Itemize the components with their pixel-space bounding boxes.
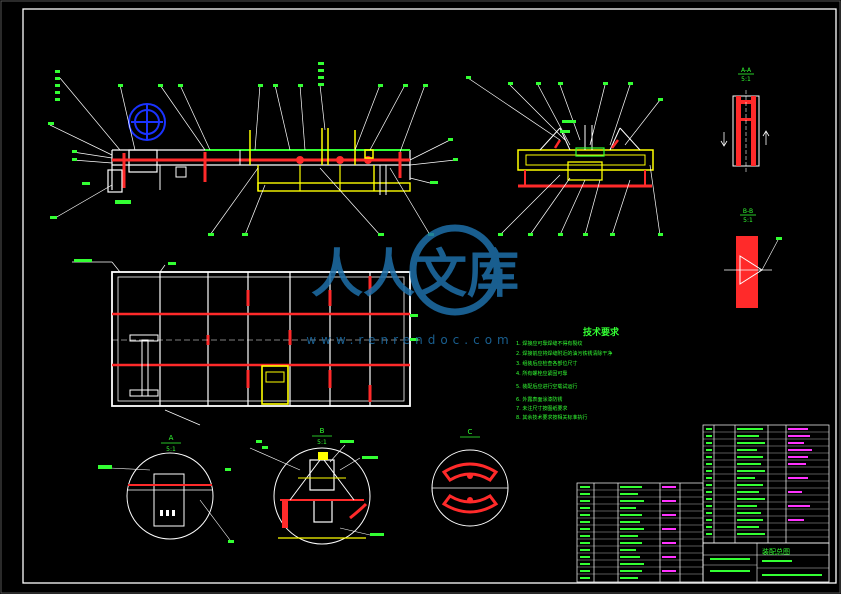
tech-requirement-7: 7. 未注尺寸按图纸要求 xyxy=(516,405,567,412)
technical-requirements: 技术要求 1. 焊接应可靠焊缝不得有裂纹 2. 焊接前应将焊缝附近的油污铁锈清除… xyxy=(516,326,620,421)
detail-b-view: B 5:1 xyxy=(249,427,384,545)
tech-requirement-4: 4. 所有螺栓应紧固可靠 xyxy=(516,370,567,377)
tech-requirement-8: 8. 其余技术要求按相关标准执行 xyxy=(516,414,587,421)
parts-list-upper-rows xyxy=(703,431,829,538)
parts-list-lower-rows xyxy=(577,489,703,575)
section-a-a: A-A 5:1 xyxy=(720,67,770,172)
tech-requirement-3: 3. 组装后应检查各部位尺寸 xyxy=(516,360,577,367)
detail-b-letter: B xyxy=(320,427,325,435)
watermark: 人人文库 www.renrendoc.com xyxy=(306,224,519,347)
detail-c-view: C xyxy=(431,428,509,527)
front-elevation-view xyxy=(48,62,458,236)
detail-b-scale: 5:1 xyxy=(317,439,327,446)
watermark-logo-text: 人人文库 xyxy=(311,245,519,305)
detail-a-letter: A xyxy=(169,434,174,442)
side-elevation-view xyxy=(466,76,663,236)
watermark-logo-ring xyxy=(409,224,501,316)
tech-requirements-title: 技术要求 xyxy=(583,326,620,338)
parts-list-upper xyxy=(702,424,830,544)
leader-lines-side xyxy=(467,77,661,236)
tech-requirement-6: 6. 外露表面涂漆防锈 xyxy=(516,396,562,403)
tech-requirement-5: 5. 装配后应进行空载试运行 xyxy=(516,383,577,390)
section-bb-letter: B-B xyxy=(743,208,753,215)
section-aa-letter: A-A xyxy=(741,67,752,74)
red-members-front xyxy=(112,152,410,188)
detail-c-letter: C xyxy=(468,428,473,436)
item-labels-front xyxy=(48,62,458,236)
leader-lines-front xyxy=(49,77,456,236)
title-block-drawing-name: 装配总图 xyxy=(762,547,790,556)
tech-requirement-1: 1. 焊接应可靠焊缝不得有裂纹 xyxy=(516,340,582,347)
detail-a-view: A 5:1 xyxy=(98,434,234,543)
title-block: 装配总图 xyxy=(702,542,830,583)
parts-list-entries xyxy=(580,428,822,579)
section-aa-scale: 5:1 xyxy=(741,76,751,83)
plan-view xyxy=(72,259,420,426)
cable-drum xyxy=(128,103,166,141)
watermark-url: www.renrendoc.com xyxy=(306,333,513,347)
tech-requirement-2: 2. 焊接前应将焊缝附近的油污铁锈清除干净 xyxy=(516,350,612,357)
detail-a-scale: 5:1 xyxy=(166,446,176,453)
section-b-b: B-B 5:1 xyxy=(724,208,782,308)
section-bb-scale: 5:1 xyxy=(743,217,753,224)
sheet-frame xyxy=(22,8,837,584)
